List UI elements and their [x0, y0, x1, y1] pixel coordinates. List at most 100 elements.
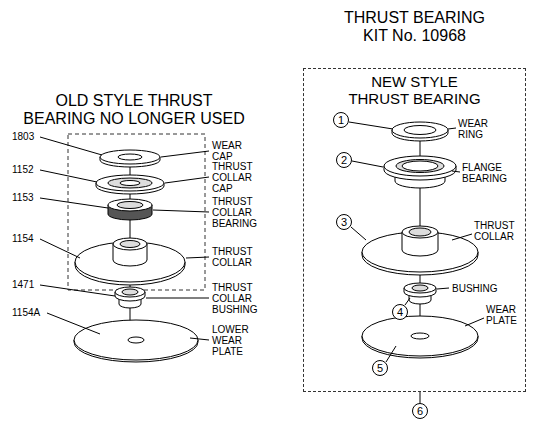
thrust-collar: [120, 241, 140, 248]
bushing: [404, 283, 436, 293]
callout-circle: 3: [336, 214, 352, 230]
leader-line: [146, 298, 209, 299]
leader-line: [40, 198, 108, 208]
thrust-collar: [409, 228, 431, 236]
leader-line: [437, 288, 449, 289]
thrust-collar-cap: [108, 178, 152, 188]
thrust-collar: [362, 226, 478, 275]
leader-line: [153, 210, 209, 212]
part-name: THRUST COLLAR: [212, 246, 264, 268]
thrust-collar: [113, 238, 147, 250]
thrust-collar: [75, 238, 185, 285]
callout-number: 4: [397, 306, 403, 318]
wear-plate: [362, 316, 478, 356]
callout-number: 3: [341, 216, 347, 228]
wear-plate: [411, 333, 429, 339]
leader-line: [186, 257, 209, 258]
part-number: 1154A: [12, 307, 40, 318]
thrust-collar-bearing: [108, 199, 152, 211]
lower-wear-plate: [74, 320, 198, 362]
part-name: THRUST COLLAR BUSHING: [212, 282, 264, 315]
group-heading: OLD STYLE THRUST BEARING NO LONGER USED: [20, 92, 248, 129]
callout-circle-outline: [337, 153, 352, 168]
thrust-collar-bushing: [115, 287, 145, 297]
callout-number: 2: [341, 154, 347, 166]
flange-bearing: [384, 156, 456, 188]
connector-line: [420, 392, 421, 403]
part-name: THRUST COLLAR BEARING: [212, 196, 264, 229]
leader-line: [386, 346, 396, 362]
leader-line: [465, 318, 484, 326]
leader-line: [40, 170, 97, 182]
wear-ring: [404, 126, 436, 135]
leader-line: [351, 227, 366, 240]
thrust-collar-cap: [96, 175, 164, 194]
leader-line: [161, 151, 209, 157]
part-number: 1154: [12, 233, 34, 244]
callout-circle-outline: [373, 361, 388, 376]
callout-circle-outline: [413, 404, 428, 419]
wear-cap: [100, 150, 160, 164]
old-group-box: [68, 134, 205, 290]
thrust-collar: [402, 226, 438, 238]
callout-number: 1: [338, 114, 344, 126]
callout-number: 5: [377, 362, 383, 374]
leader-line: [40, 137, 209, 340]
part-name: LOWER WEAR PLATE: [212, 324, 264, 357]
leader-line: [165, 177, 209, 183]
part-number: 1152: [12, 164, 34, 175]
callout-circle: 6: [412, 403, 428, 419]
callout-circle: 5: [372, 360, 388, 376]
wear-plate: [362, 316, 478, 358]
callout-circle: 2: [336, 152, 352, 168]
kit-heading: THRUST BEARING KIT No. 10968: [337, 9, 492, 46]
wear-ring: [392, 122, 448, 138]
bushing: [404, 283, 436, 304]
part-name: WEAR CAP: [212, 140, 256, 162]
bushing: [412, 285, 428, 291]
leader-line: [40, 137, 102, 155]
part-name: THRUST COLLAR CAP: [212, 161, 264, 194]
thrust-collar-bushing: [115, 287, 145, 308]
callout-number: 6: [417, 405, 423, 417]
part-name: WEAR RING: [458, 118, 498, 140]
leader-line: [349, 122, 393, 129]
thrust-collar-bearing: [117, 202, 143, 209]
flange-bearing: [402, 161, 438, 171]
leader-line: [405, 298, 410, 305]
part-number: 1153: [12, 192, 34, 203]
leader-line: [452, 234, 472, 240]
callout-circle-outline: [334, 113, 349, 128]
thrust-collar-bushing: [122, 289, 138, 295]
part-number: 1803: [12, 131, 34, 142]
thrust-collar-cap: [120, 181, 140, 186]
flange-bearing: [396, 160, 444, 173]
lower-wear-plate: [128, 337, 144, 343]
leader-line: [352, 161, 383, 167]
thrust-collar-bearing: [108, 199, 152, 220]
leader-line: [448, 128, 456, 129]
lower-wear-plate: [74, 320, 198, 360]
callout-circle: 1: [333, 112, 349, 128]
wear-ring: [392, 122, 448, 141]
callout-circle-outline: [393, 305, 408, 320]
part-name: FLANGE BEARING: [462, 162, 514, 184]
wear-cap: [100, 150, 160, 167]
leader-line: [349, 122, 484, 362]
callout-circle-outline: [337, 215, 352, 230]
part-name: THRUST COLLAR: [474, 220, 522, 242]
part-name: BUSHING: [452, 283, 498, 294]
leader-line: [40, 239, 80, 258]
flange-bearing: [384, 156, 456, 176]
leader-line: [190, 338, 209, 340]
leader-line: [452, 171, 460, 172]
callout-circle: 4: [392, 304, 408, 320]
leader-line: [40, 285, 115, 296]
wear-cap: [118, 154, 142, 160]
part-number: 1471: [12, 279, 34, 290]
thrust-collar-cap: [96, 175, 164, 191]
leader-line: [47, 313, 100, 334]
